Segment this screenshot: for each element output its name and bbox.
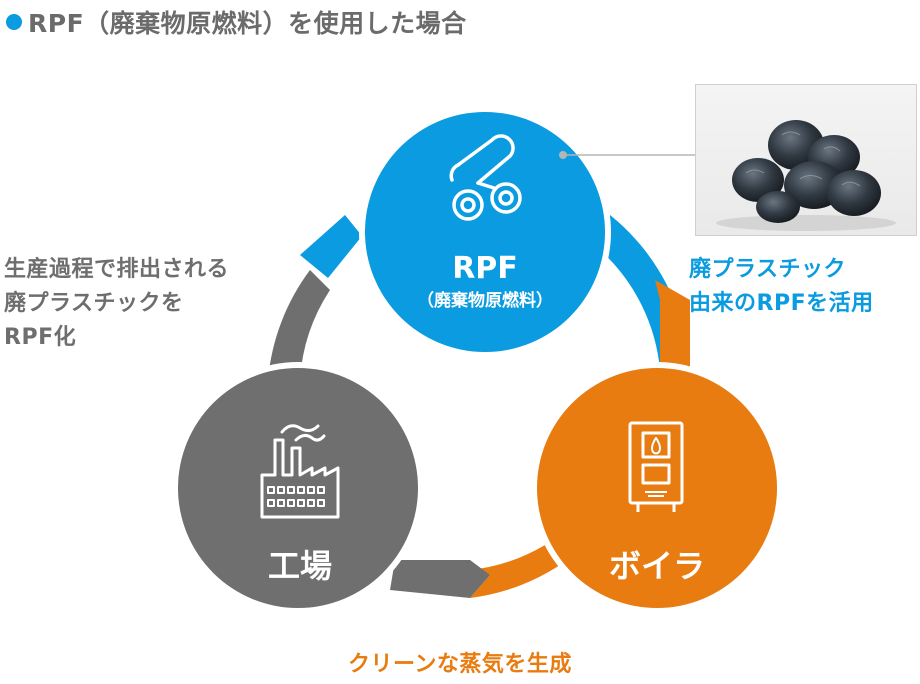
rpf-sublabel: （廃棄物原燃料） [417, 290, 553, 311]
arrow-factory-to-rpf-icon [268, 270, 330, 380]
arrow-orange-right-icon [655, 280, 690, 372]
right-note: 廃プラスチック 由来のRPFを活用 [689, 253, 874, 321]
arrow-gray-bottom-icon [390, 560, 490, 598]
left-note-line-3: RPF化 [4, 325, 77, 350]
node-factory: 工場 [172, 362, 424, 614]
right-note-line-1: 廃プラスチック [689, 257, 847, 282]
rpf-pellets-icon [716, 120, 896, 231]
title-bullet-icon [6, 14, 22, 30]
factory-label: 工場 [268, 547, 332, 585]
left-note: 生産過程で排出される 廃プラスチックを RPF化 [4, 253, 229, 355]
bottom-note: クリーンな蒸気を生成 [348, 652, 572, 677]
node-rpf: RPF （廃棄物原燃料） [359, 106, 611, 358]
page-title: RPF（廃棄物原燃料）を使用した場合 [6, 4, 467, 40]
right-note-line-2: 由来のRPFを活用 [689, 291, 874, 316]
factory-icon [260, 424, 340, 519]
rpf-roll-icon [449, 134, 522, 221]
boiler-icon [628, 421, 684, 512]
rpf-label: RPF [452, 251, 518, 286]
rpf-pellets-photo [695, 84, 917, 236]
title-text: RPF（廃棄物原燃料）を使用した場合 [28, 9, 467, 38]
arrow-blue-left-icon [300, 215, 362, 278]
node-boiler: ボイラ [531, 362, 783, 614]
arrow-boiler-to-factory-icon [470, 545, 560, 598]
boiler-label: ボイラ [609, 547, 705, 585]
left-note-line-1: 生産過程で排出される [4, 257, 230, 282]
left-note-line-2: 廃プラスチックを [4, 291, 184, 316]
photo-connector-dot [559, 151, 567, 159]
